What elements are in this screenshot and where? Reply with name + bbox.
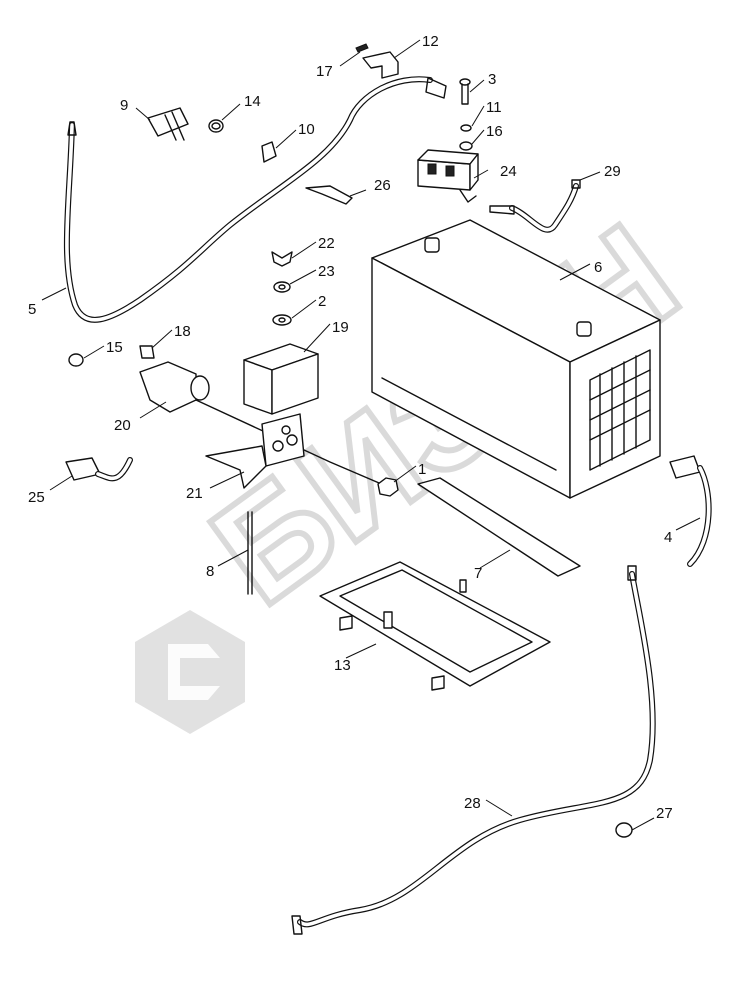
bolt-3: [459, 78, 471, 105]
watermark-logo: [135, 610, 245, 734]
clip-9: [147, 107, 189, 141]
leader-lines: [41, 39, 701, 831]
callout-9: 9: [120, 97, 128, 114]
callout-2: 2: [318, 293, 326, 310]
bolt-18: [139, 345, 155, 359]
callout-16: 16: [486, 123, 503, 140]
callout-12: 12: [422, 33, 439, 50]
callout-21: 21: [186, 485, 203, 502]
strap-7: [417, 477, 581, 577]
battery-6: [371, 219, 661, 499]
tray-13: [319, 561, 551, 691]
washer-11: [460, 124, 472, 132]
callout-28: 28: [464, 795, 481, 812]
callout-10: 10: [298, 121, 315, 138]
callout-23: 23: [318, 263, 335, 280]
bracket-21: [205, 413, 305, 489]
callout-18: 18: [174, 323, 191, 340]
nut-1: [377, 477, 399, 497]
callout-7: 7: [474, 565, 482, 582]
callout-20: 20: [114, 417, 131, 434]
callout-11: 11: [486, 99, 502, 116]
cable-25: [65, 457, 133, 482]
cable-28: [291, 565, 656, 935]
callout-27: 27: [656, 805, 673, 822]
washer-16: [459, 141, 473, 151]
callout-26: 26: [374, 177, 391, 194]
callout-8: 8: [206, 563, 214, 580]
washer-23: [273, 281, 291, 293]
washer-2: [272, 314, 292, 326]
callout-24: 24: [500, 163, 517, 180]
grommet-27: [615, 822, 633, 838]
callout-19: 19: [332, 319, 349, 336]
bracket-12: [355, 43, 399, 79]
callouts: 1 2 3 4 5 6 7 8 9 10 11 12 13 14 15 16 1…: [28, 33, 673, 822]
callout-15: 15: [106, 339, 123, 356]
cable-4: [669, 455, 712, 567]
callout-14: 14: [244, 93, 261, 110]
cable-29: [489, 179, 581, 233]
callout-22: 22: [318, 235, 335, 252]
rod-8: [247, 511, 253, 595]
clip-10: [261, 141, 277, 163]
callout-29: 29: [604, 163, 621, 180]
callout-17: 17: [316, 63, 333, 80]
terminal-block-24: [417, 149, 479, 203]
switch-20: [139, 361, 387, 487]
callout-4: 4: [664, 529, 672, 546]
callout-5: 5: [28, 301, 36, 318]
callout-25: 25: [28, 489, 45, 506]
clamp-14: [208, 119, 224, 133]
grommet-15: [68, 353, 84, 367]
cover-19: [243, 343, 319, 415]
callout-3: 3: [488, 71, 496, 88]
strap-26: [305, 185, 353, 205]
callout-13: 13: [334, 657, 351, 674]
callout-6: 6: [594, 259, 602, 276]
cable-5: [63, 76, 447, 323]
wing-nut-22: [271, 251, 293, 267]
callout-1: 1: [418, 461, 426, 478]
